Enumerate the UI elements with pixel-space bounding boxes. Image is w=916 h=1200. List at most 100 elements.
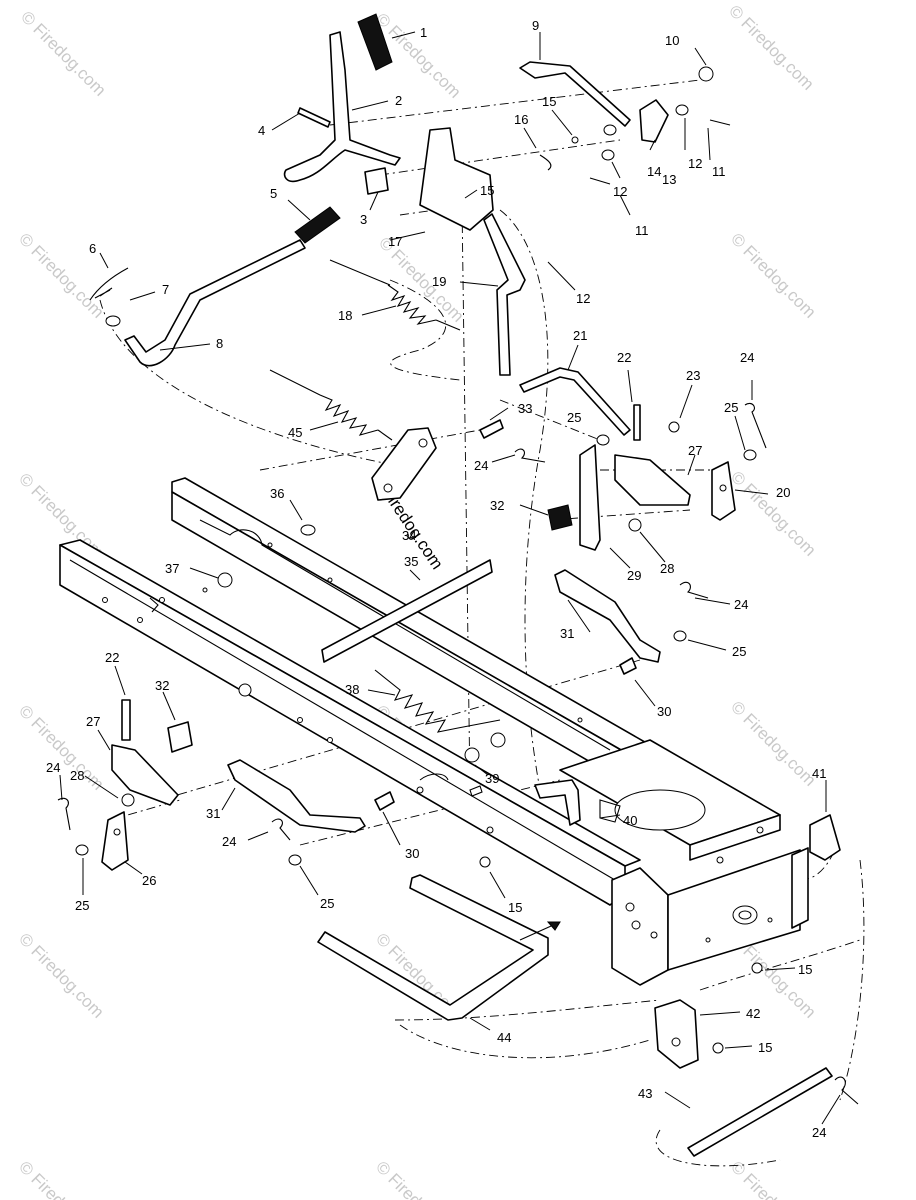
callout-16: 16 [514,112,528,127]
callout-44: 44 [497,1030,511,1045]
callout-15e: 15 [758,1040,772,1055]
callout-43: 43 [638,1086,652,1101]
watermark: © Firedog.com [372,1157,464,1200]
callout-32b: 32 [155,678,169,693]
leader-lines [59,31,841,1125]
callout-18: 18 [338,308,352,323]
callout-29: 29 [627,568,641,583]
bracket-17 [419,127,494,231]
callout-2: 2 [395,93,402,108]
callout-37: 37 [165,561,179,576]
callout-34: 34 [402,528,416,543]
left-side-parts [57,699,395,871]
u-bar-44 [317,874,549,1021]
callout-38: 38 [345,682,359,697]
callout-3: 3 [360,212,367,227]
grip-1 [357,13,393,71]
callout-31a: 31 [560,626,574,641]
callout-25d: 25 [75,898,89,913]
watermark: © Firedog.com [15,1157,107,1200]
callout-24e: 24 [222,834,236,849]
bracket-41 [809,814,841,861]
callout-12a: 12 [688,156,702,171]
callout-5: 5 [270,186,277,201]
callout-24c: 24 [734,597,748,612]
spring-18 [329,259,461,331]
callout-8: 8 [216,336,223,351]
callout-39: 39 [485,771,499,786]
callout-6: 6 [89,241,96,256]
callout-26: 26 [142,873,156,888]
callout-1: 1 [420,25,427,40]
callout-30b: 30 [405,846,419,861]
spring-45 [269,369,393,441]
arm-29 [579,444,601,551]
callout-24a: 24 [740,350,754,365]
callout-13: 13 [662,172,676,187]
watermark: © Firedog.com [727,697,819,789]
callout-12b: 12 [613,184,627,199]
callout-15d: 15 [798,962,812,977]
bottom-parts [317,814,859,1157]
arm-31-left [227,759,366,833]
right-side-parts [514,402,767,675]
watermark: © Firedog.com [727,1157,819,1200]
callout-22a: 22 [617,350,631,365]
callout-4: 4 [258,123,265,138]
callout-28b: 28 [70,768,84,783]
callout-33: 33 [518,401,532,416]
callout-19: 19 [432,274,446,289]
callout-12c: 12 [576,291,590,306]
callout-40: 40 [623,813,637,828]
callout-15a: 15 [542,94,556,109]
watermark: © Firedog.com [727,229,819,321]
callout-15b: 15 [480,183,494,198]
callout-25c: 25 [732,644,746,659]
main-frame-assembly [59,477,809,986]
callout-35: 35 [404,554,418,569]
callout-25b: 25 [567,410,581,425]
watermark: © Firedog.com [725,1,817,93]
spring-38 [374,669,501,733]
callout-17: 17 [388,234,402,249]
callout-11b: 11 [635,223,649,238]
callout-24b: 24 [474,458,488,473]
callout-7: 7 [162,282,169,297]
callout-36: 36 [270,486,284,501]
callout-20: 20 [776,485,790,500]
callout-32a: 32 [490,498,504,513]
callout-11a: 11 [712,164,726,179]
callout-28a: 28 [660,561,674,576]
callouts: 1 2 4 5 3 6 7 8 9 10 15 16 14 13 12 11 1… [46,18,826,1140]
rod-43 [687,1067,833,1157]
callout-25a: 25 [724,400,738,415]
watermark: © Firedog.com [15,929,107,1021]
callout-24d: 24 [46,760,60,775]
control-levers [89,13,731,826]
callout-14: 14 [647,164,661,179]
lever-2 [283,31,401,183]
callout-21: 21 [573,328,587,343]
watermark: © Firedog.com [727,467,819,559]
callout-41: 41 [812,766,826,781]
watermark: © Firedog.com [17,7,109,99]
callout-25e: 25 [320,896,334,911]
callout-15c: 15 [508,900,522,915]
callout-22b: 22 [105,650,119,665]
callout-27a: 27 [688,443,702,458]
arm-31-right [554,569,661,663]
callout-9: 9 [532,18,539,33]
callout-24f: 24 [812,1125,826,1140]
callout-27b: 27 [86,714,100,729]
bracket-42 [654,999,699,1069]
lever-8 [124,239,306,367]
callout-45: 45 [288,425,302,440]
callout-30a: 30 [657,704,671,719]
callout-42: 42 [746,1006,760,1021]
callout-10: 10 [665,33,679,48]
callout-23: 23 [686,368,700,383]
plate-34 [371,427,437,501]
grip-5 [294,206,341,244]
callout-31b: 31 [206,806,220,821]
